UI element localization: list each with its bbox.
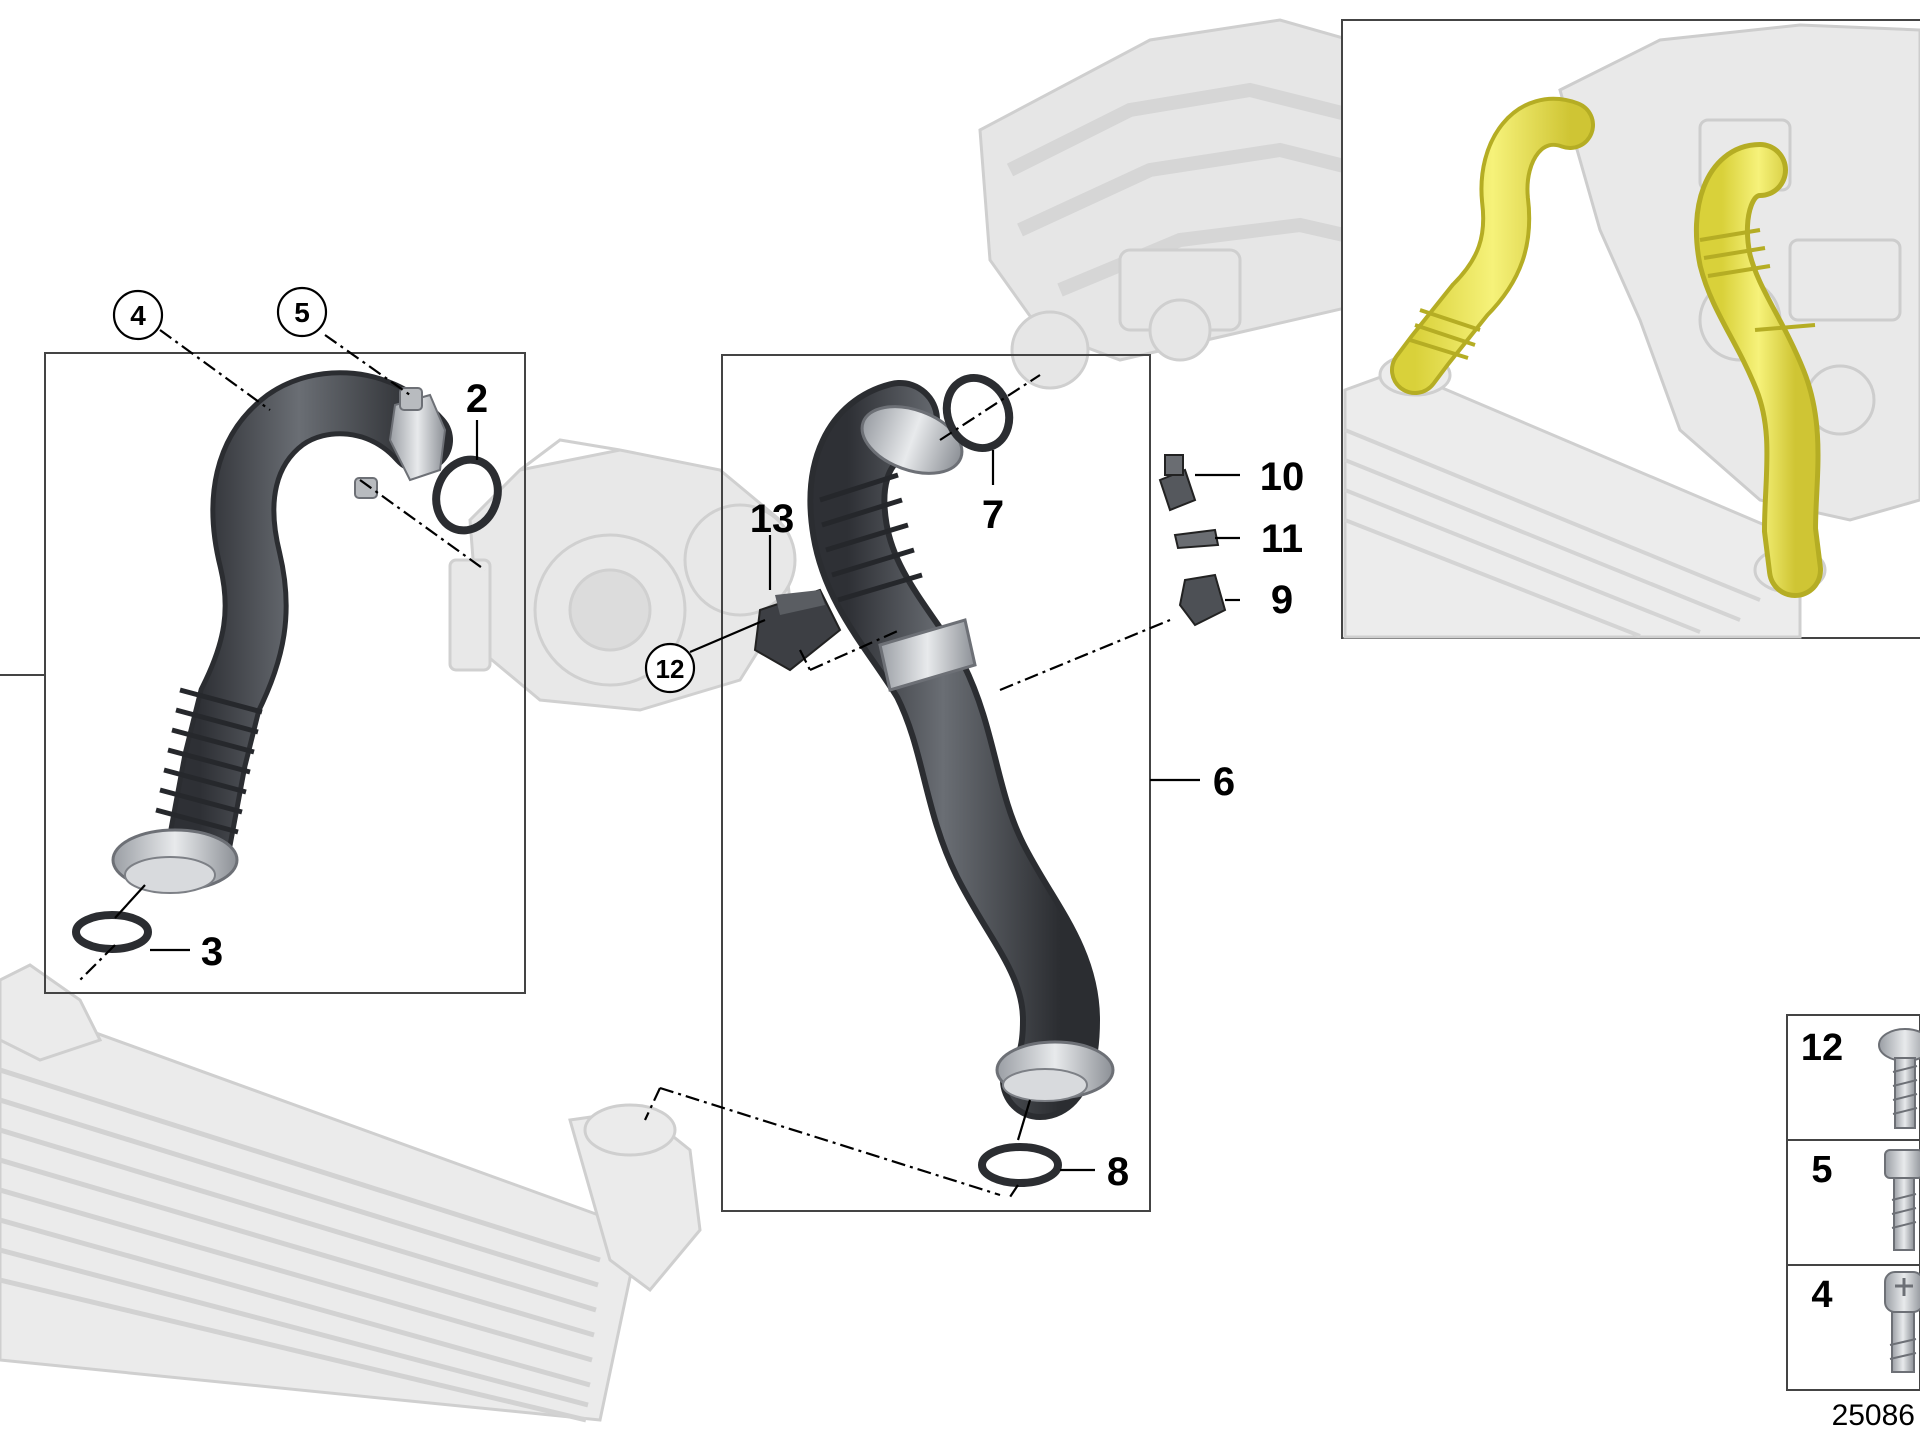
leader-lines-middle (644, 374, 1240, 1201)
torx-bolt-4-icon (1884, 1271, 1920, 1373)
hardware-number: 12 (1801, 1027, 1843, 1069)
callout-circle-4: 4 (112, 289, 164, 341)
seal-ring-7 (942, 373, 1014, 453)
seal-ring-8 (978, 1143, 1062, 1187)
seal-ring-2 (432, 455, 502, 535)
callout-12-label: 12 (656, 654, 685, 684)
diagram-reference-number: 25086 (1832, 1399, 1915, 1432)
group-frame-left (44, 352, 526, 994)
callout-10: 10 (1260, 455, 1305, 499)
callout-5-label: 5 (294, 297, 310, 328)
screw-12-icon (1878, 1028, 1920, 1129)
callout-circle-5: 5 (276, 286, 328, 338)
location-inset (1341, 19, 1920, 639)
bolt-5-icon (1884, 1149, 1920, 1251)
seal-ring-3 (72, 911, 152, 953)
group-frame-middle (721, 354, 1151, 1212)
callout-6: 6 (1213, 760, 1235, 804)
hardware-number: 4 (1811, 1274, 1832, 1316)
hardware-row-4: 4 (1811, 1271, 1920, 1373)
charge-air-hose-left (111, 370, 453, 894)
hardware-row-12: 12 (1801, 1027, 1920, 1129)
sensor-part-10 (1158, 454, 1197, 512)
inset-highlighted-hose-right (1694, 142, 1823, 598)
hardware-legend: 12 5 (1786, 1014, 1920, 1391)
callout-2: 2 (466, 377, 488, 421)
intercooler-ghost (0, 963, 702, 1423)
inset-highlighted-hose-left (1390, 96, 1595, 395)
callout-7: 7 (982, 493, 1004, 537)
callout-9: 9 (1271, 578, 1293, 622)
hardware-number: 5 (1811, 1149, 1832, 1191)
sensor-bracket-13 (753, 588, 842, 672)
callout-11: 11 (1261, 517, 1303, 561)
sensor-part-9 (1178, 573, 1227, 627)
hardware-row-5: 5 (1811, 1149, 1920, 1251)
turbocharger-ghost (448, 438, 797, 712)
leader-lines-left (79, 329, 486, 981)
callout-13: 13 (750, 497, 795, 541)
callout-3: 3 (201, 930, 223, 974)
charge-air-hose-right (807, 380, 1115, 1120)
callout-4-label: 4 (130, 300, 146, 331)
callout-circle-12: 12 (644, 642, 696, 694)
callout-8: 8 (1107, 1150, 1129, 1194)
clip-part-11 (1173, 528, 1220, 550)
